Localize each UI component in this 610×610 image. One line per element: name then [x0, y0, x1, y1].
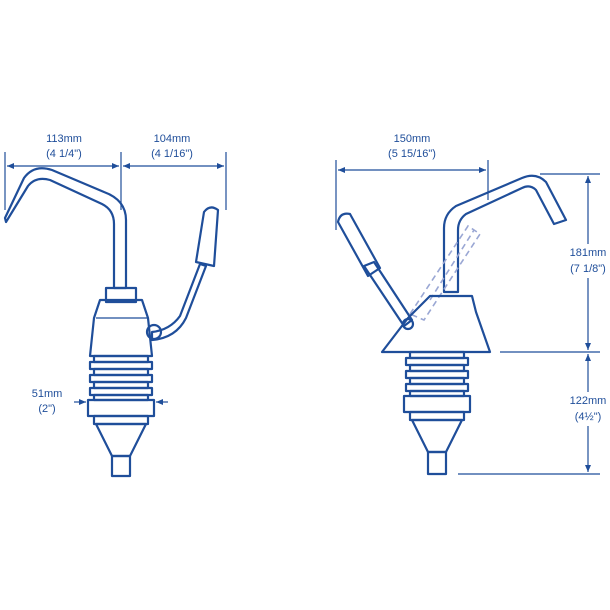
- front-pump-body: [88, 298, 154, 358]
- side-base-ring: [402, 394, 472, 414]
- front-bellows: [88, 354, 154, 402]
- front-pivot: [145, 323, 163, 341]
- dimension-spout-reach: 113mm (4 1/4"): [4, 133, 122, 210]
- front-funnel: [94, 422, 148, 458]
- dimension-handle-reach: 104mm (4 1/16"): [123, 133, 227, 210]
- side-handle-grip: [336, 212, 382, 278]
- side-view: 150mm (5 15/16"): [335, 133, 610, 476]
- upper-height-metric: 181mm: [570, 247, 607, 259]
- base-diameter-metric: 51mm: [32, 388, 63, 400]
- width-metric: 150mm: [394, 133, 431, 145]
- side-lever-ghost: [408, 224, 482, 322]
- lower-height-metric: 122mm: [570, 395, 607, 407]
- front-base-collar: [92, 414, 150, 426]
- dimension-lower-height: 122mm (4½"): [458, 354, 610, 475]
- front-body-collar: [104, 286, 138, 304]
- lower-height-imperial: (4½"): [575, 411, 602, 423]
- side-funnel: [410, 418, 464, 454]
- base-diameter-imperial: (2"): [38, 403, 55, 415]
- front-handle-grip: [194, 206, 220, 268]
- side-spout: [442, 174, 568, 294]
- front-lever: [150, 262, 208, 342]
- side-bellows: [404, 350, 470, 398]
- spout-reach-imperial: (4 1/4"): [46, 148, 82, 160]
- spout-reach-metric: 113mm: [46, 133, 82, 145]
- front-spout: [3, 167, 128, 290]
- dimension-base-diameter: 51mm (2"): [32, 388, 168, 415]
- front-base-ring: [86, 398, 156, 418]
- front-view: 113mm (4 1/4") 104mm (4 1/16"): [3, 133, 227, 478]
- handle-reach-metric: 104mm: [154, 133, 191, 145]
- upper-height-imperial: (7 1/8"): [570, 263, 606, 275]
- side-inlet-pipe: [426, 450, 448, 476]
- dimension-upper-height: 181mm (7 1/8"): [500, 173, 610, 353]
- width-imperial: (5 15/16"): [388, 148, 436, 160]
- side-base-collar: [408, 410, 466, 422]
- handle-reach-imperial: (4 1/16"): [151, 148, 193, 160]
- front-inlet-pipe: [110, 454, 132, 478]
- side-pump-body: [380, 294, 492, 354]
- side-lever: [362, 260, 414, 328]
